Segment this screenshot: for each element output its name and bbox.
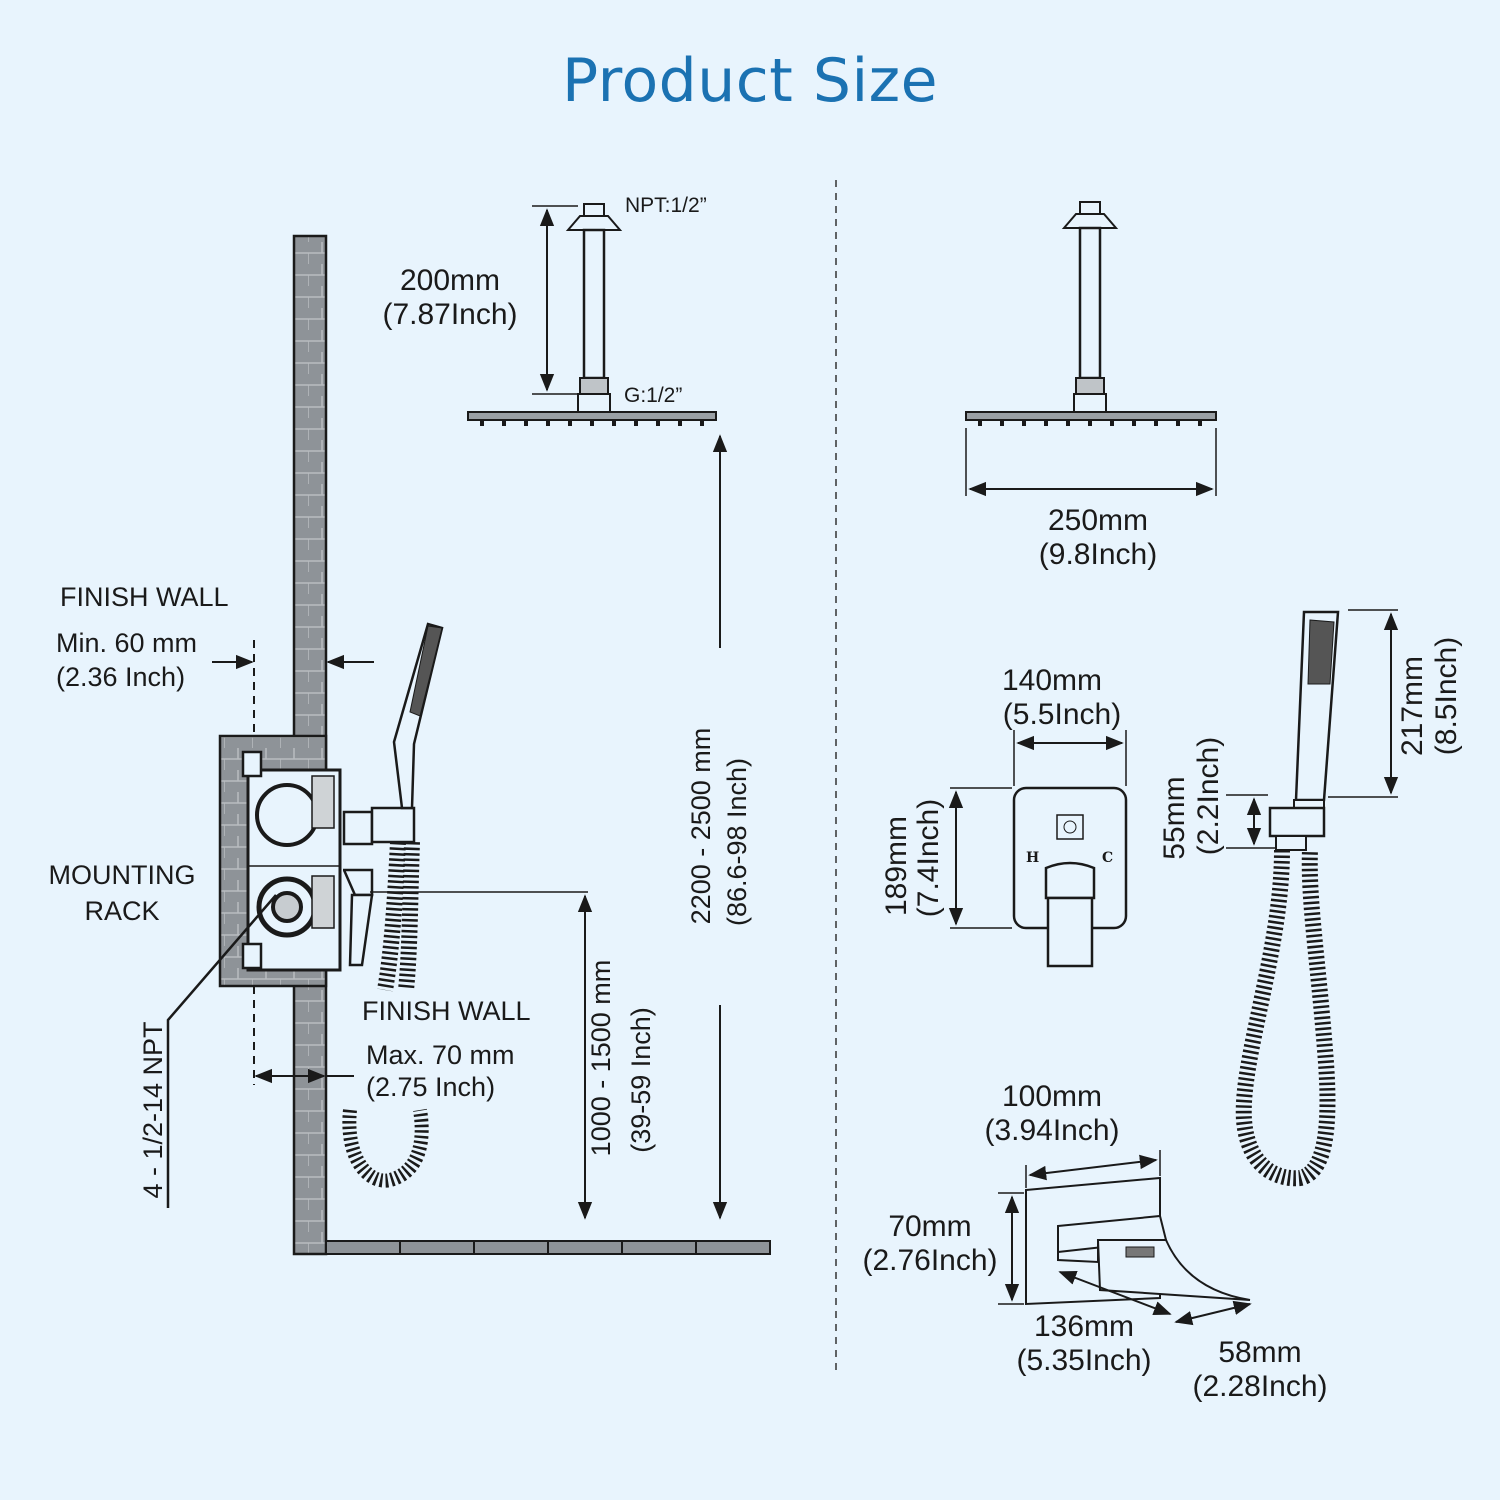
valve-height-mm: 1000 - 1500 mm: [586, 960, 616, 1157]
trim-height-mm: 189mm: [880, 816, 913, 916]
side-shower-head: [467, 203, 717, 426]
spout-depth-inch: (2.28Inch): [1192, 1370, 1327, 1403]
npt-side-label: 4 - 1/2-14 NPT: [138, 1021, 168, 1198]
npt-top-label: NPT:1/2”: [625, 194, 707, 217]
head-height-inch: (86.6-98 Inch): [722, 758, 752, 926]
spout-width-mm: 100mm: [1002, 1080, 1102, 1113]
trim-hot-label: H: [1026, 850, 1039, 866]
head-height-mm: 2200 - 2500 mm: [686, 728, 716, 925]
trim-height-inch: (7.4Inch): [912, 799, 945, 917]
head-width-inch: (9.8Inch): [1039, 538, 1157, 571]
spout-depth-mm: 58mm: [1218, 1336, 1301, 1369]
mounting-rack-line2: RACK: [84, 896, 159, 926]
page-title: Product Size: [561, 46, 939, 116]
finish-wall-bottom-label: FINISH WALL: [362, 996, 531, 1026]
mounting-rack-line1: MOUNTING: [49, 860, 196, 890]
finish-wall-max-mm: Max. 70 mm: [366, 1040, 515, 1070]
side-handheld-shower: [342, 622, 444, 1188]
spout-height-mm: 70mm: [888, 1210, 971, 1243]
finish-wall-top-label: FINISH WALL: [60, 582, 229, 612]
arm-length-inch: (7.87Inch): [382, 298, 517, 331]
trim-width-inch: (5.5Inch): [1003, 698, 1121, 731]
holder-inch: (2.2Inch): [1192, 737, 1225, 855]
finish-wall-max-inch: (2.75 Inch): [366, 1072, 495, 1102]
g-thread-label: G:1/2”: [624, 384, 682, 407]
valve-height-inch: (39-59 Inch): [626, 1007, 656, 1153]
trim-plate: [1012, 786, 1128, 968]
head-width-mm: 250mm: [1048, 504, 1148, 537]
handheld-mm: 217mm: [1396, 656, 1429, 756]
front-shower-head: [965, 201, 1217, 426]
spout-length-inch: (5.35Inch): [1016, 1344, 1151, 1377]
spout-length-mm: 136mm: [1034, 1310, 1134, 1343]
trim-cold-label: C: [1102, 850, 1113, 866]
trim-width-mm: 140mm: [1002, 664, 1102, 697]
spout-width-inch: (3.94Inch): [984, 1114, 1119, 1147]
finish-wall-min-inch: (2.36 Inch): [56, 662, 185, 692]
spout-height-inch: (2.76Inch): [862, 1244, 997, 1277]
front-handheld-shower: [1235, 610, 1340, 1187]
tub-spout: [1025, 1176, 1251, 1306]
valve-body: [241, 750, 342, 972]
holder-mm: 55mm: [1158, 776, 1191, 859]
arm-length-mm: 200mm: [400, 264, 500, 297]
finish-wall-min-mm: Min. 60 mm: [56, 628, 197, 658]
handheld-inch: (8.5Inch): [1430, 637, 1463, 755]
